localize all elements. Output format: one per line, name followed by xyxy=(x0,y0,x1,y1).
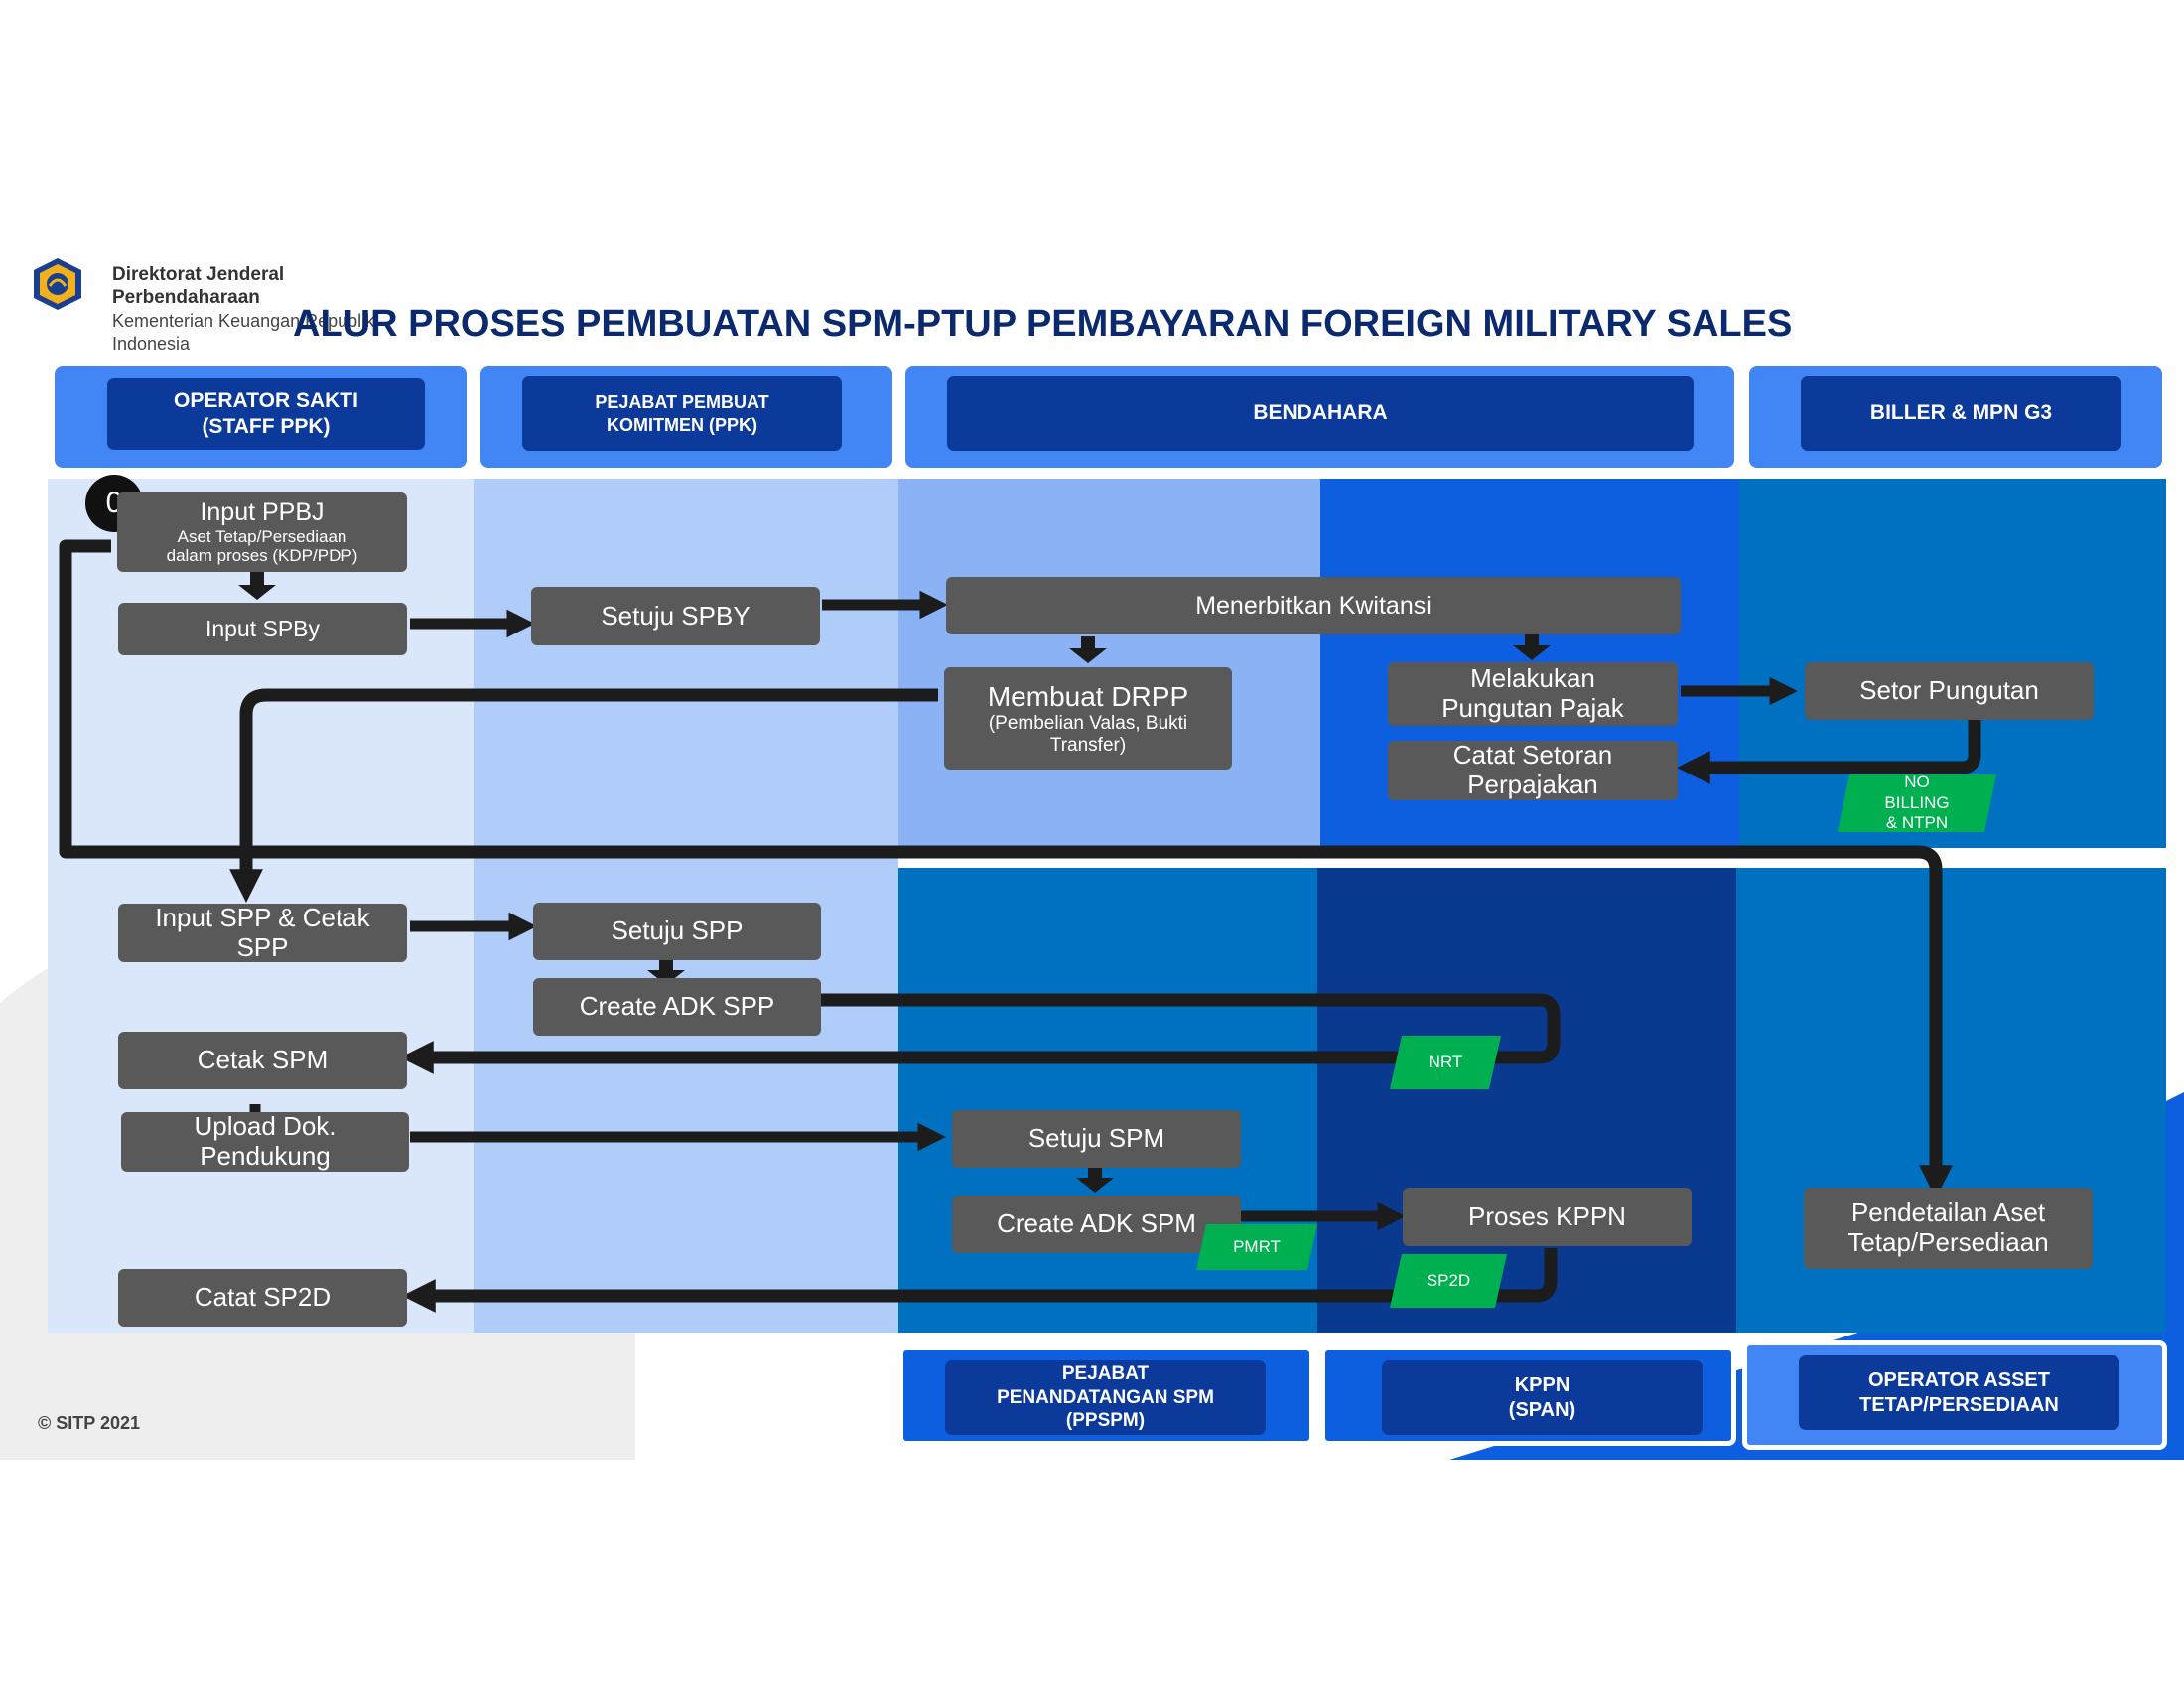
tag-shape xyxy=(1838,774,1996,832)
step-title: Cetak SPM xyxy=(197,1045,329,1075)
tag-label: SP2D xyxy=(1426,1270,1471,1290)
lane-header-biller: BILLER & MPN G3 xyxy=(1749,366,2162,468)
lane-header-label: OPERATOR SAKTI (STAFF PPK) xyxy=(107,378,425,450)
step-title: Membuat DRPP xyxy=(987,680,1189,712)
step-input-ppbj[interactable]: Input PPBJ Aset Tetap/Persediaan dalam p… xyxy=(117,492,407,572)
tag-shape xyxy=(1390,1036,1501,1089)
step-title: Catat Setoran Perpajakan xyxy=(1452,740,1613,799)
lane-header-label: KPPN (SPAN) xyxy=(1382,1360,1703,1435)
step-setuju-spby[interactable]: Setuju SPBY xyxy=(531,587,820,645)
step-setuju-spm[interactable]: Setuju SPM xyxy=(952,1110,1241,1168)
step-title: Melakukan Pungutan Pajak xyxy=(1441,663,1624,723)
lane-header-ppspm: PEJABAT PENANDATANGAN SPM (PPSPM) xyxy=(898,1345,1314,1446)
step-setor-pungutan[interactable]: Setor Pungutan xyxy=(1805,662,2094,720)
step-pendetailan-aset[interactable]: Pendetailan Aset Tetap/Persediaan xyxy=(1804,1188,2093,1269)
step-title: Upload Dok. Pendukung xyxy=(194,1111,337,1171)
org-name-line1: Direktorat Jenderal xyxy=(112,264,285,285)
lane-header-label: PEJABAT PEMBUAT KOMITMEN (PPK) xyxy=(522,376,842,451)
lane-header-bendahara: BENDAHARA xyxy=(905,366,1734,468)
lane-header-label: BENDAHARA xyxy=(947,376,1694,451)
step-title: Input SPP & Cetak SPP xyxy=(155,902,370,962)
lane-header-operator-asset: OPERATOR ASSET TETAP/PERSEDIAAN xyxy=(1742,1340,2167,1450)
tag-no-billing-ntpn: NO BILLING & NTPN xyxy=(1838,773,1996,833)
step-title: Catat SP2D xyxy=(194,1282,332,1313)
djpb-logo-icon xyxy=(34,258,81,310)
org-ministry-line1: Kementerian Keuangan Republik xyxy=(112,311,375,331)
step-create-adk-spp[interactable]: Create ADK SPP xyxy=(533,978,821,1036)
step-title: Setor Pungutan xyxy=(1859,675,2039,706)
tag-shape xyxy=(1196,1224,1317,1270)
step-title: Create ADK SPM xyxy=(997,1208,1196,1239)
step-input-spp[interactable]: Input SPP & Cetak SPP xyxy=(118,902,407,962)
lane-bg-kppn xyxy=(1317,868,1736,1333)
step-title: Create ADK SPP xyxy=(579,991,775,1022)
org-ministry-line2: Indonesia xyxy=(112,333,191,353)
copyright: © SITP 2021 xyxy=(38,1413,140,1433)
org-ministry: Kementerian Keuangan Republik Indonesia xyxy=(112,310,374,354)
lane-header-label: OPERATOR ASSET TETAP/PERSEDIAAN xyxy=(1799,1355,2119,1430)
step-create-adk-spm[interactable]: Create ADK SPM xyxy=(952,1196,1241,1253)
tag-label: NO BILLING & NTPN xyxy=(1884,773,1950,833)
tag-label: PMRT xyxy=(1233,1236,1281,1256)
step-title: Pendetailan Aset Tetap/Persediaan xyxy=(1847,1197,2049,1257)
step-title: Setuju SPM xyxy=(1027,1123,1165,1154)
step-title: Proses KPPN xyxy=(1468,1200,1626,1231)
step-menerbitkan-kwitansi[interactable]: Menerbitkan Kwitansi xyxy=(946,577,1681,634)
step-membuat-drpp[interactable]: Membuat DRPP (Pembelian Valas, Bukti Tra… xyxy=(944,667,1232,770)
tag-pmrt: PMRT xyxy=(1196,1224,1317,1270)
org-name-line2: Perbendaharaan xyxy=(112,286,260,308)
step-title: Input PPBJ xyxy=(200,498,325,527)
lane-header-ppk: PEJABAT PEMBUAT KOMITMEN (PPK) xyxy=(480,366,892,468)
org-name: Direktorat Jenderal Perbendaharaan xyxy=(112,264,284,310)
step-title: Menerbitkan Kwitansi xyxy=(1195,591,1432,620)
step-melakukan-pungutan-pajak[interactable]: Melakukan Pungutan Pajak xyxy=(1388,662,1678,726)
step-catat-sp2d[interactable]: Catat SP2D xyxy=(118,1269,407,1327)
tag-nrt: NRT xyxy=(1390,1036,1501,1089)
lane-header-label: BILLER & MPN G3 xyxy=(1801,376,2121,451)
tag-sp2d: SP2D xyxy=(1390,1254,1507,1308)
step-title: Setuju SPP xyxy=(611,915,744,946)
lane-header-operator-sakti: OPERATOR SAKTI (STAFF PPK) xyxy=(55,366,467,468)
step-input-spby[interactable]: Input SPBy xyxy=(118,603,407,655)
step-subtitle: Aset Tetap/Persediaan dalam proses (KDP/… xyxy=(166,526,358,566)
tag-label: NRT xyxy=(1428,1052,1463,1071)
step-title: Input SPBy xyxy=(205,616,321,642)
page-title: ALUR PROSES PEMBUATAN SPM-PTUP PEMBAYARA… xyxy=(293,303,1793,345)
step-setuju-spp[interactable]: Setuju SPP xyxy=(533,903,821,960)
lane-header-label: PEJABAT PENANDATANGAN SPM (PPSPM) xyxy=(945,1360,1266,1435)
step-title: Setuju SPBY xyxy=(601,600,751,631)
step-catat-setoran-perpajakan[interactable]: Catat Setoran Perpajakan xyxy=(1388,740,1678,800)
lane-header-kppn: KPPN (SPAN) xyxy=(1320,1345,1736,1446)
step-upload-dok-pendukung[interactable]: Upload Dok. Pendukung xyxy=(121,1111,409,1172)
step-subtitle: (Pembelian Valas, Bukti Transfer) xyxy=(988,712,1188,756)
tag-shape xyxy=(1390,1254,1507,1308)
step-proses-kppn[interactable]: Proses KPPN xyxy=(1403,1188,1692,1246)
lane-bg-bendahara-1 xyxy=(898,479,1320,848)
step-cetak-spm[interactable]: Cetak SPM xyxy=(118,1032,407,1089)
